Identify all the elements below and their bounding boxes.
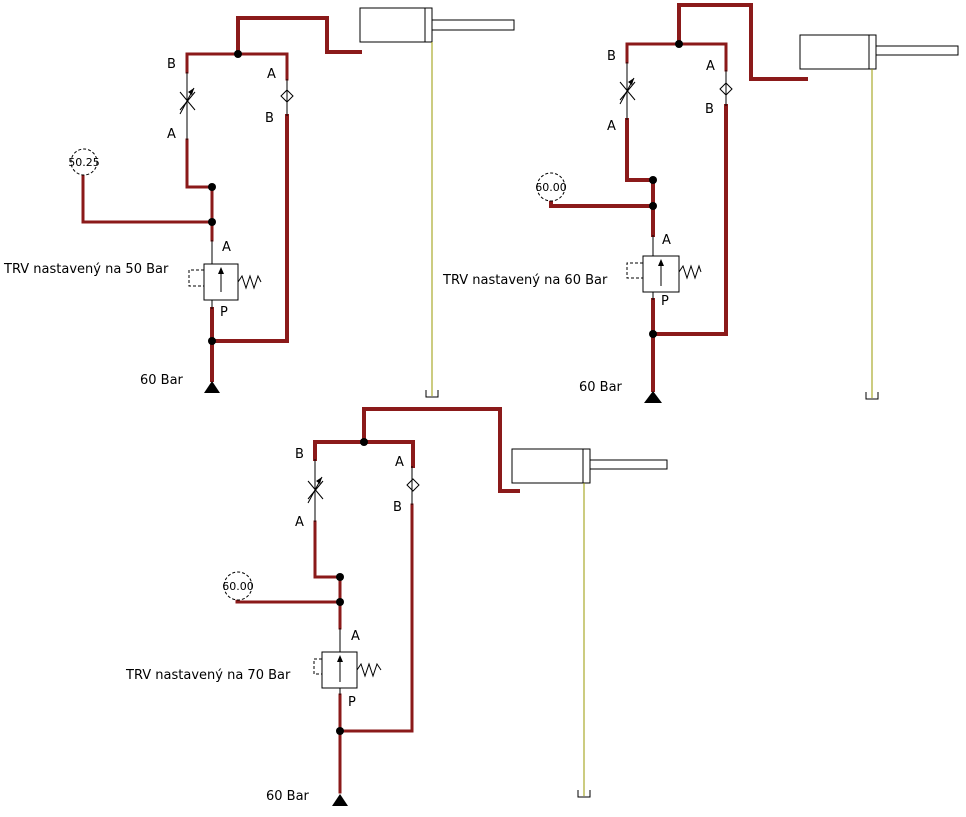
relief-valve-icon xyxy=(313,651,382,689)
pressure-gauge-icon: 60.00 xyxy=(222,571,254,601)
junction-dot xyxy=(649,330,657,338)
check-valve-icon xyxy=(406,478,420,492)
pressure-source-icon xyxy=(644,391,662,403)
trv-label: TRV nastavený na 50 Bar xyxy=(3,262,169,277)
port-label: B xyxy=(265,111,274,126)
junction-dot xyxy=(675,40,683,48)
circuit-1-pipes xyxy=(81,16,362,382)
junction-dot xyxy=(336,727,344,735)
circuit-1: 50.25 B A A B A P TRV nastavený na 50 Ba… xyxy=(3,7,515,398)
circuit-2: 60.00 B A A B A P TRV nastavený na 60 Ba… xyxy=(442,3,959,403)
pressure-gauge-icon: 60.00 xyxy=(535,172,567,202)
port-label: A xyxy=(706,59,715,74)
port-label: A xyxy=(607,119,616,134)
port-label: A xyxy=(662,233,671,248)
hydraulic-cylinder-icon xyxy=(359,7,515,398)
throttle-valve-icon xyxy=(307,476,324,504)
check-valve-icon xyxy=(280,89,294,103)
supply-pressure-label: 60 Bar xyxy=(140,373,184,388)
circuit-3-pipes xyxy=(235,407,520,794)
throttle-valve-icon xyxy=(619,77,636,105)
circuit-3: 60.00 B A A B A P TRV nastavený na 70 Ba… xyxy=(125,407,668,806)
junction-dot xyxy=(649,202,657,210)
gauge-value: 60.00 xyxy=(222,580,254,593)
junction-dot xyxy=(649,176,657,184)
junction-dot xyxy=(234,50,242,58)
port-label: A xyxy=(295,515,304,530)
supply-pressure-label: 60 Bar xyxy=(579,380,623,395)
circuit-2-pipes xyxy=(549,3,808,392)
port-label: B xyxy=(607,49,616,64)
hydraulic-cylinder-icon xyxy=(511,448,668,798)
port-label: A xyxy=(222,240,231,255)
pressure-source-icon xyxy=(332,794,348,806)
throttle-valve-icon xyxy=(179,87,196,115)
junction-dot xyxy=(208,218,216,226)
port-label: B xyxy=(295,447,304,462)
junction-dot xyxy=(208,337,216,345)
port-label: P xyxy=(220,305,228,320)
junction-dot xyxy=(208,183,216,191)
pressure-gauge-icon: 50.25 xyxy=(68,148,100,176)
supply-pressure-label: 60 Bar xyxy=(266,789,310,804)
hydraulic-cylinder-icon xyxy=(799,34,959,400)
gauge-value: 60.00 xyxy=(535,181,567,194)
port-label: P xyxy=(348,695,356,710)
junction-dot xyxy=(336,598,344,606)
pressure-source-icon xyxy=(204,381,220,393)
port-label: A xyxy=(167,127,176,142)
port-label: A xyxy=(351,629,360,644)
port-label: A xyxy=(267,67,276,82)
check-valve-icon xyxy=(719,82,733,96)
relief-valve-icon xyxy=(188,263,262,301)
port-label: B xyxy=(393,500,402,515)
port-label: A xyxy=(395,455,404,470)
port-label: B xyxy=(167,57,176,72)
junction-dot xyxy=(360,438,368,446)
trv-label: TRV nastavený na 70 Bar xyxy=(125,668,291,683)
port-label: P xyxy=(661,294,669,309)
gauge-value: 50.25 xyxy=(68,156,100,169)
relief-valve-icon xyxy=(626,255,702,293)
junction-dot xyxy=(336,573,344,581)
trv-label: TRV nastavený na 60 Bar xyxy=(442,273,608,288)
port-label: B xyxy=(705,102,714,117)
